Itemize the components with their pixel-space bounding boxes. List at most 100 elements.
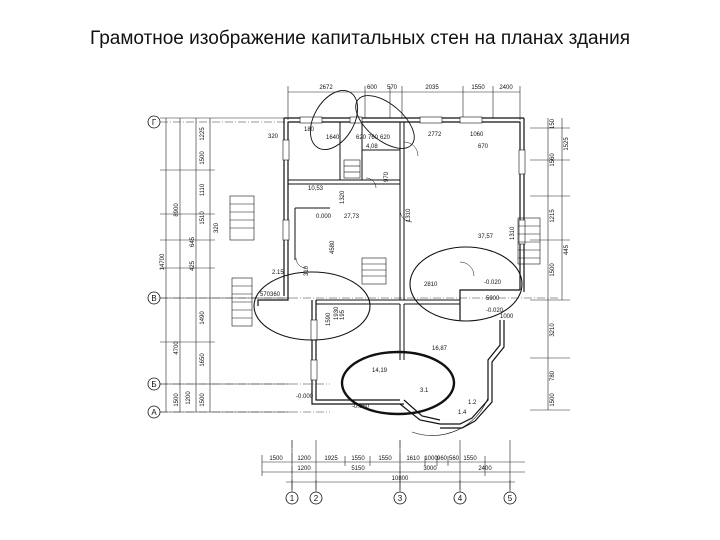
bottom-dimensions-row1: 1500 1200 1925 1550 1550 1610 1000 960 5… [269, 456, 477, 462]
bottom-dim2-1: 1200 [297, 466, 311, 472]
bottom-dim-9: 560 [449, 456, 460, 462]
bottom-dim2-2: 5150 [351, 466, 365, 472]
bottom-dim-3: 1925 [324, 456, 338, 462]
axis-label-2: 2 [314, 494, 319, 503]
misc-label-14: 970 [384, 171, 390, 182]
misc-label-7: 2772 [428, 132, 442, 138]
left-dim-3: 1110 [200, 183, 206, 196]
axis-bubble-v: В [147, 291, 161, 305]
room-labels: 10,53 27,73 37,57 16,87 14,19 4,08 0.000… [296, 144, 504, 410]
right-dim-2: 1525 [564, 137, 570, 151]
axis-label-v: В [151, 294, 156, 303]
misc-label-26: 1.2 [468, 400, 477, 406]
axis-label-1: 1 [290, 494, 295, 503]
bottom-dim-7: 1000 [424, 456, 438, 462]
misc-label-23: 1590 [326, 312, 332, 326]
misc-label-11: 2810 [424, 282, 438, 288]
axis-label-5: 5 [508, 494, 513, 503]
axis-bubble-b: Б [147, 377, 161, 391]
left-dim-1: 1225 [200, 127, 206, 141]
misc-label-24: 195 [340, 309, 346, 320]
left-dimensions: 1225 1500 1110 1510 320 645 425 1490 165… [160, 127, 220, 407]
left-dim-4: 1510 [200, 211, 206, 225]
misc-label-20: 570 [260, 292, 271, 298]
top-dim-6: 2400 [499, 85, 513, 91]
room-area-6: 4,08 [366, 144, 378, 150]
misc-label-19: 2.15 [272, 270, 284, 276]
level-mark-2: -0.020 [484, 280, 502, 286]
axis-bubble-3: 3 [393, 491, 407, 505]
misc-label-21: 360 [270, 292, 281, 298]
left-dim-6: 645 [190, 236, 196, 247]
misc-label-12: 1310 [510, 226, 516, 240]
stairs [229, 159, 541, 327]
axis-bubble-5: 5 [503, 491, 517, 505]
top-dim-4: 2035 [425, 85, 439, 91]
right-dim-8: 780 [550, 370, 556, 381]
top-dim-2: 600 [367, 85, 378, 91]
slide-title: Грамотное изображение капитальных стен н… [89, 28, 631, 49]
bottom-dim2-3: 3000 [423, 466, 437, 472]
left-dim-5: 320 [214, 222, 220, 233]
left-outer-dim-2: 14700 [160, 253, 166, 270]
level-mark-5: -0.000 [296, 394, 314, 400]
right-dim-4: 1215 [550, 209, 556, 223]
bottom-dim-1: 1500 [269, 456, 283, 462]
right-dimensions: 150 1525 1560 1215 445 1500 3210 780 150… [550, 118, 570, 406]
misc-label-9: 670 [478, 144, 489, 150]
axis-label-4: 4 [458, 494, 463, 503]
axis-label-a: А [151, 408, 157, 417]
room-area-5: 14,19 [372, 368, 388, 374]
bottom-dim-2: 1200 [297, 456, 311, 462]
misc-label-18: 1000 [500, 314, 514, 320]
bottom-total-dim: 10800 [392, 476, 409, 482]
misc-label-16: 1930 [334, 306, 340, 320]
misc-label-22: 1320 [340, 190, 346, 204]
bottom-dim-10: 1550 [463, 456, 477, 462]
bottom-dim2-4: 2400 [478, 466, 492, 472]
misc-label-17: 5900 [486, 296, 500, 302]
misc-label-2: 180 [304, 127, 315, 133]
level-mark-3: -0.020 [486, 308, 504, 314]
misc-label-5: 760 [368, 135, 379, 141]
axis-label-3: 3 [398, 494, 403, 503]
axis-label-b: Б [151, 380, 156, 389]
misc-label-4: 620 [356, 135, 367, 141]
level-mark-4: -0.060 [352, 404, 370, 410]
left-outer-dim-4: 1500 [174, 393, 180, 407]
left-dim-8: 1490 [200, 311, 206, 325]
misc-label-3: 1640 [326, 135, 340, 141]
axis-bubble-1: 1 [285, 491, 299, 505]
right-dim-5: 445 [564, 244, 570, 255]
misc-label-13: 4580 [330, 240, 336, 254]
door-swings [295, 141, 475, 277]
highlight-ellipses [253, 90, 523, 436]
left-dim-2: 1500 [200, 151, 206, 165]
misc-label-8: 1060 [470, 132, 484, 138]
left-outer-dim-1: 8900 [174, 203, 180, 217]
left-dim-10: 1200 [186, 391, 192, 405]
misc-dimension-labels: 320 180 1640 620 760 620 2772 1060 670 1… [260, 127, 516, 416]
room-area-4: 16,87 [432, 346, 448, 352]
room-area-1: 10,53 [308, 186, 324, 192]
axis-bubble-2: 2 [309, 491, 323, 505]
top-dim-5: 1550 [471, 85, 485, 91]
axis-bubble-a: А [147, 405, 161, 419]
left-dim-11: 1500 [200, 393, 206, 407]
right-dim-7: 3210 [550, 323, 556, 337]
misc-label-25: 3.1 [420, 388, 429, 394]
top-dim-3: 570 [387, 85, 398, 91]
misc-label-10: 1310 [406, 208, 412, 222]
right-dim-9: 1500 [550, 393, 556, 407]
left-dim-9: 1650 [200, 353, 206, 367]
right-dim-6: 1500 [550, 263, 556, 277]
axis-bubble-4: 4 [453, 491, 467, 505]
bottom-dimensions-row2: 1200 5150 3000 2400 [297, 466, 492, 472]
bottom-dim-4: 1550 [351, 456, 365, 462]
top-dimensions: 2672 600 570 2035 1550 2400 [319, 85, 513, 91]
bottom-dim-8: 960 [437, 456, 448, 462]
bottom-dim-6: 1610 [406, 456, 420, 462]
left-outer-dim-3: 4700 [174, 341, 180, 355]
misc-label-1: 320 [268, 134, 279, 140]
axis-bubble-g: Г [147, 115, 161, 129]
